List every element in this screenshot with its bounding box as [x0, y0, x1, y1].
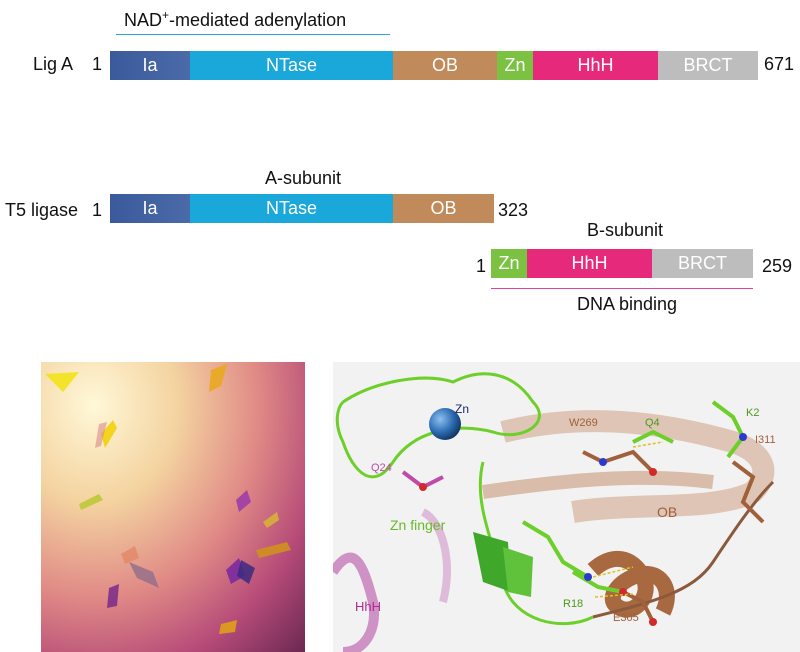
crystal — [237, 560, 255, 584]
beta-strand — [503, 547, 533, 597]
crystal — [236, 490, 251, 512]
crystal — [107, 584, 119, 608]
label-ob: OB — [657, 504, 678, 520]
ligA-name: Lig A — [33, 54, 74, 74]
t5-name: T5 ligase — [5, 200, 79, 220]
crystal — [45, 372, 79, 392]
ligA-domain-zn: Zn — [497, 51, 533, 80]
crystal — [129, 562, 159, 588]
adenylation-line — [116, 34, 390, 35]
crystal — [101, 420, 117, 448]
label-k2: K2 — [746, 407, 760, 419]
ligA-domain-brct: BRCT — [658, 51, 758, 80]
ligA-start: 1 — [92, 54, 103, 74]
label-zn-finger: Zn finger — [390, 517, 446, 533]
bsub-domain-zn: Zn — [491, 249, 527, 278]
hhh-ribbon — [420, 508, 451, 603]
crystal — [256, 542, 291, 558]
crystal-photo — [41, 362, 305, 652]
label-q4: Q4 — [645, 417, 660, 429]
crystal-shapes — [45, 364, 291, 634]
label-hhh: HhH — [355, 599, 382, 614]
side-chains — [401, 400, 765, 623]
beta-strand — [473, 532, 511, 592]
ligA-end: 671 — [764, 54, 795, 74]
adenylation-label: NAD+-mediated adenylation — [124, 8, 347, 30]
crystal — [209, 364, 227, 392]
bsub-domain-brct: BRCT — [652, 249, 753, 278]
subunit-a-label: A-subunit — [265, 168, 342, 188]
ligA-domain-ia: Ia — [110, 51, 190, 80]
bsub-end: 259 — [762, 256, 793, 276]
label-q24: Q24 — [371, 462, 392, 474]
crystal — [95, 422, 107, 448]
label-w269: W269 — [569, 417, 598, 429]
backbone — [592, 480, 775, 619]
crystal — [263, 512, 279, 528]
structure-drawing — [333, 372, 775, 652]
ligA-domain-ob: OB — [393, 51, 497, 80]
bsub-start: 1 — [476, 256, 487, 276]
t5-domain-ntase: NTase — [190, 194, 393, 223]
crystal — [121, 546, 139, 564]
label-zn: Zn — [455, 402, 470, 416]
t5-end: 323 — [498, 200, 529, 220]
ligA-domain-ntase: NTase — [190, 51, 393, 80]
hbonds — [592, 441, 664, 598]
t5-start: 1 — [92, 200, 103, 220]
protein-structure: Zn W269 Q4 K2 I311 Q24 OB Zn finger R18 … — [333, 362, 800, 652]
crystal — [219, 620, 237, 634]
label-i311: I311 — [755, 434, 776, 446]
label-e305: E305 — [613, 612, 639, 624]
subunit-b-label: B-subunit — [587, 220, 664, 240]
dna-binding-label: DNA binding — [577, 294, 678, 314]
hhh-ribbon — [333, 552, 379, 652]
bsub-domain-hhh: HhH — [527, 249, 652, 278]
ligA-domain-hhh: HhH — [533, 51, 658, 80]
ob-ribbon — [500, 410, 775, 523]
ob-ribbon — [482, 470, 714, 499]
dna-binding-line — [491, 288, 753, 289]
zn-ion — [429, 408, 461, 440]
helix — [587, 550, 675, 618]
crystal — [79, 494, 103, 510]
zn-finger-loop — [335, 372, 541, 479]
t5-domain-ia: Ia — [110, 194, 190, 223]
t5-domain-ob: OB — [393, 194, 494, 223]
label-r18: R18 — [563, 598, 584, 610]
